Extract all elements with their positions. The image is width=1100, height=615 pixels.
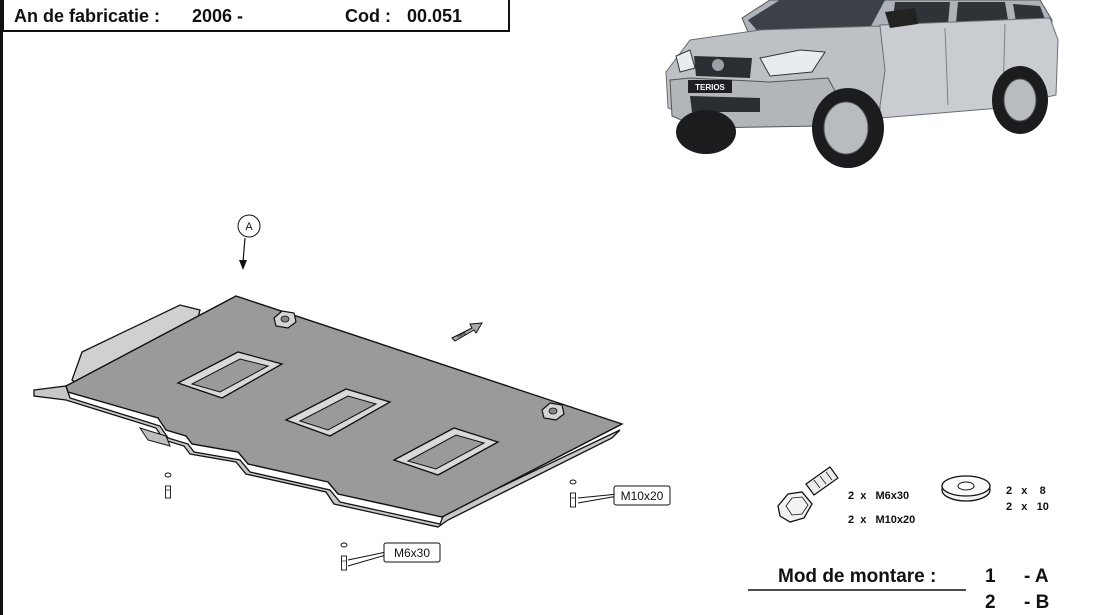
info-header-box: An de fabricatie : 2006 - Cod : 00.051: [2, 0, 510, 32]
code-label: Cod :: [345, 6, 391, 26]
weld-nut: [273, 310, 297, 329]
year-label: An de fabricatie :: [14, 6, 161, 26]
washer-qty-line-1: 2 x 8: [1006, 485, 1046, 497]
direction-label: front: [456, 330, 467, 339]
callout-m10x20-label: M10x20: [621, 489, 664, 503]
plate-window: [392, 427, 500, 476]
callout-m10x20: M10x20: [577, 485, 671, 506]
plate-window: [284, 388, 392, 437]
mounting-step-2-view: - B: [1024, 592, 1050, 613]
callout-m6x30-label: M6x30: [394, 546, 430, 560]
car-badge-text: TERIOS: [695, 83, 725, 92]
view-marker-a: A: [237, 214, 261, 270]
code-value: 00.051: [407, 6, 463, 26]
mounting-title: Mod de montare :: [778, 566, 937, 587]
page-border-left: [0, 0, 3, 615]
mounting-step-1-view: - A: [1024, 566, 1049, 587]
mounting-step-2-num: 2: [985, 592, 996, 613]
hex-bolt-icon: [777, 466, 839, 523]
plate-window: [176, 351, 284, 399]
screw-right: [569, 479, 577, 508]
bolt-qty-line-2: 2 x M10x20: [848, 514, 915, 526]
skid-plate: [33, 295, 624, 528]
weld-nut: [541, 402, 565, 421]
bolt-qty-line-1: 2 x M6x30: [848, 490, 909, 502]
screw-left: [164, 472, 172, 499]
callout-m6x30: M6x30: [347, 542, 441, 567]
car-illustration: TERIOS: [665, 0, 1059, 168]
mounting-step-1-num: 1: [985, 566, 996, 587]
year-value: 2006 -: [192, 6, 244, 26]
screw-bottom: [340, 542, 348, 571]
washer-qty-line-2: 2 x 10: [1006, 501, 1049, 513]
washer-icon: [941, 475, 991, 502]
direction-arrow: front: [451, 322, 483, 342]
view-marker-label: A: [245, 221, 253, 233]
